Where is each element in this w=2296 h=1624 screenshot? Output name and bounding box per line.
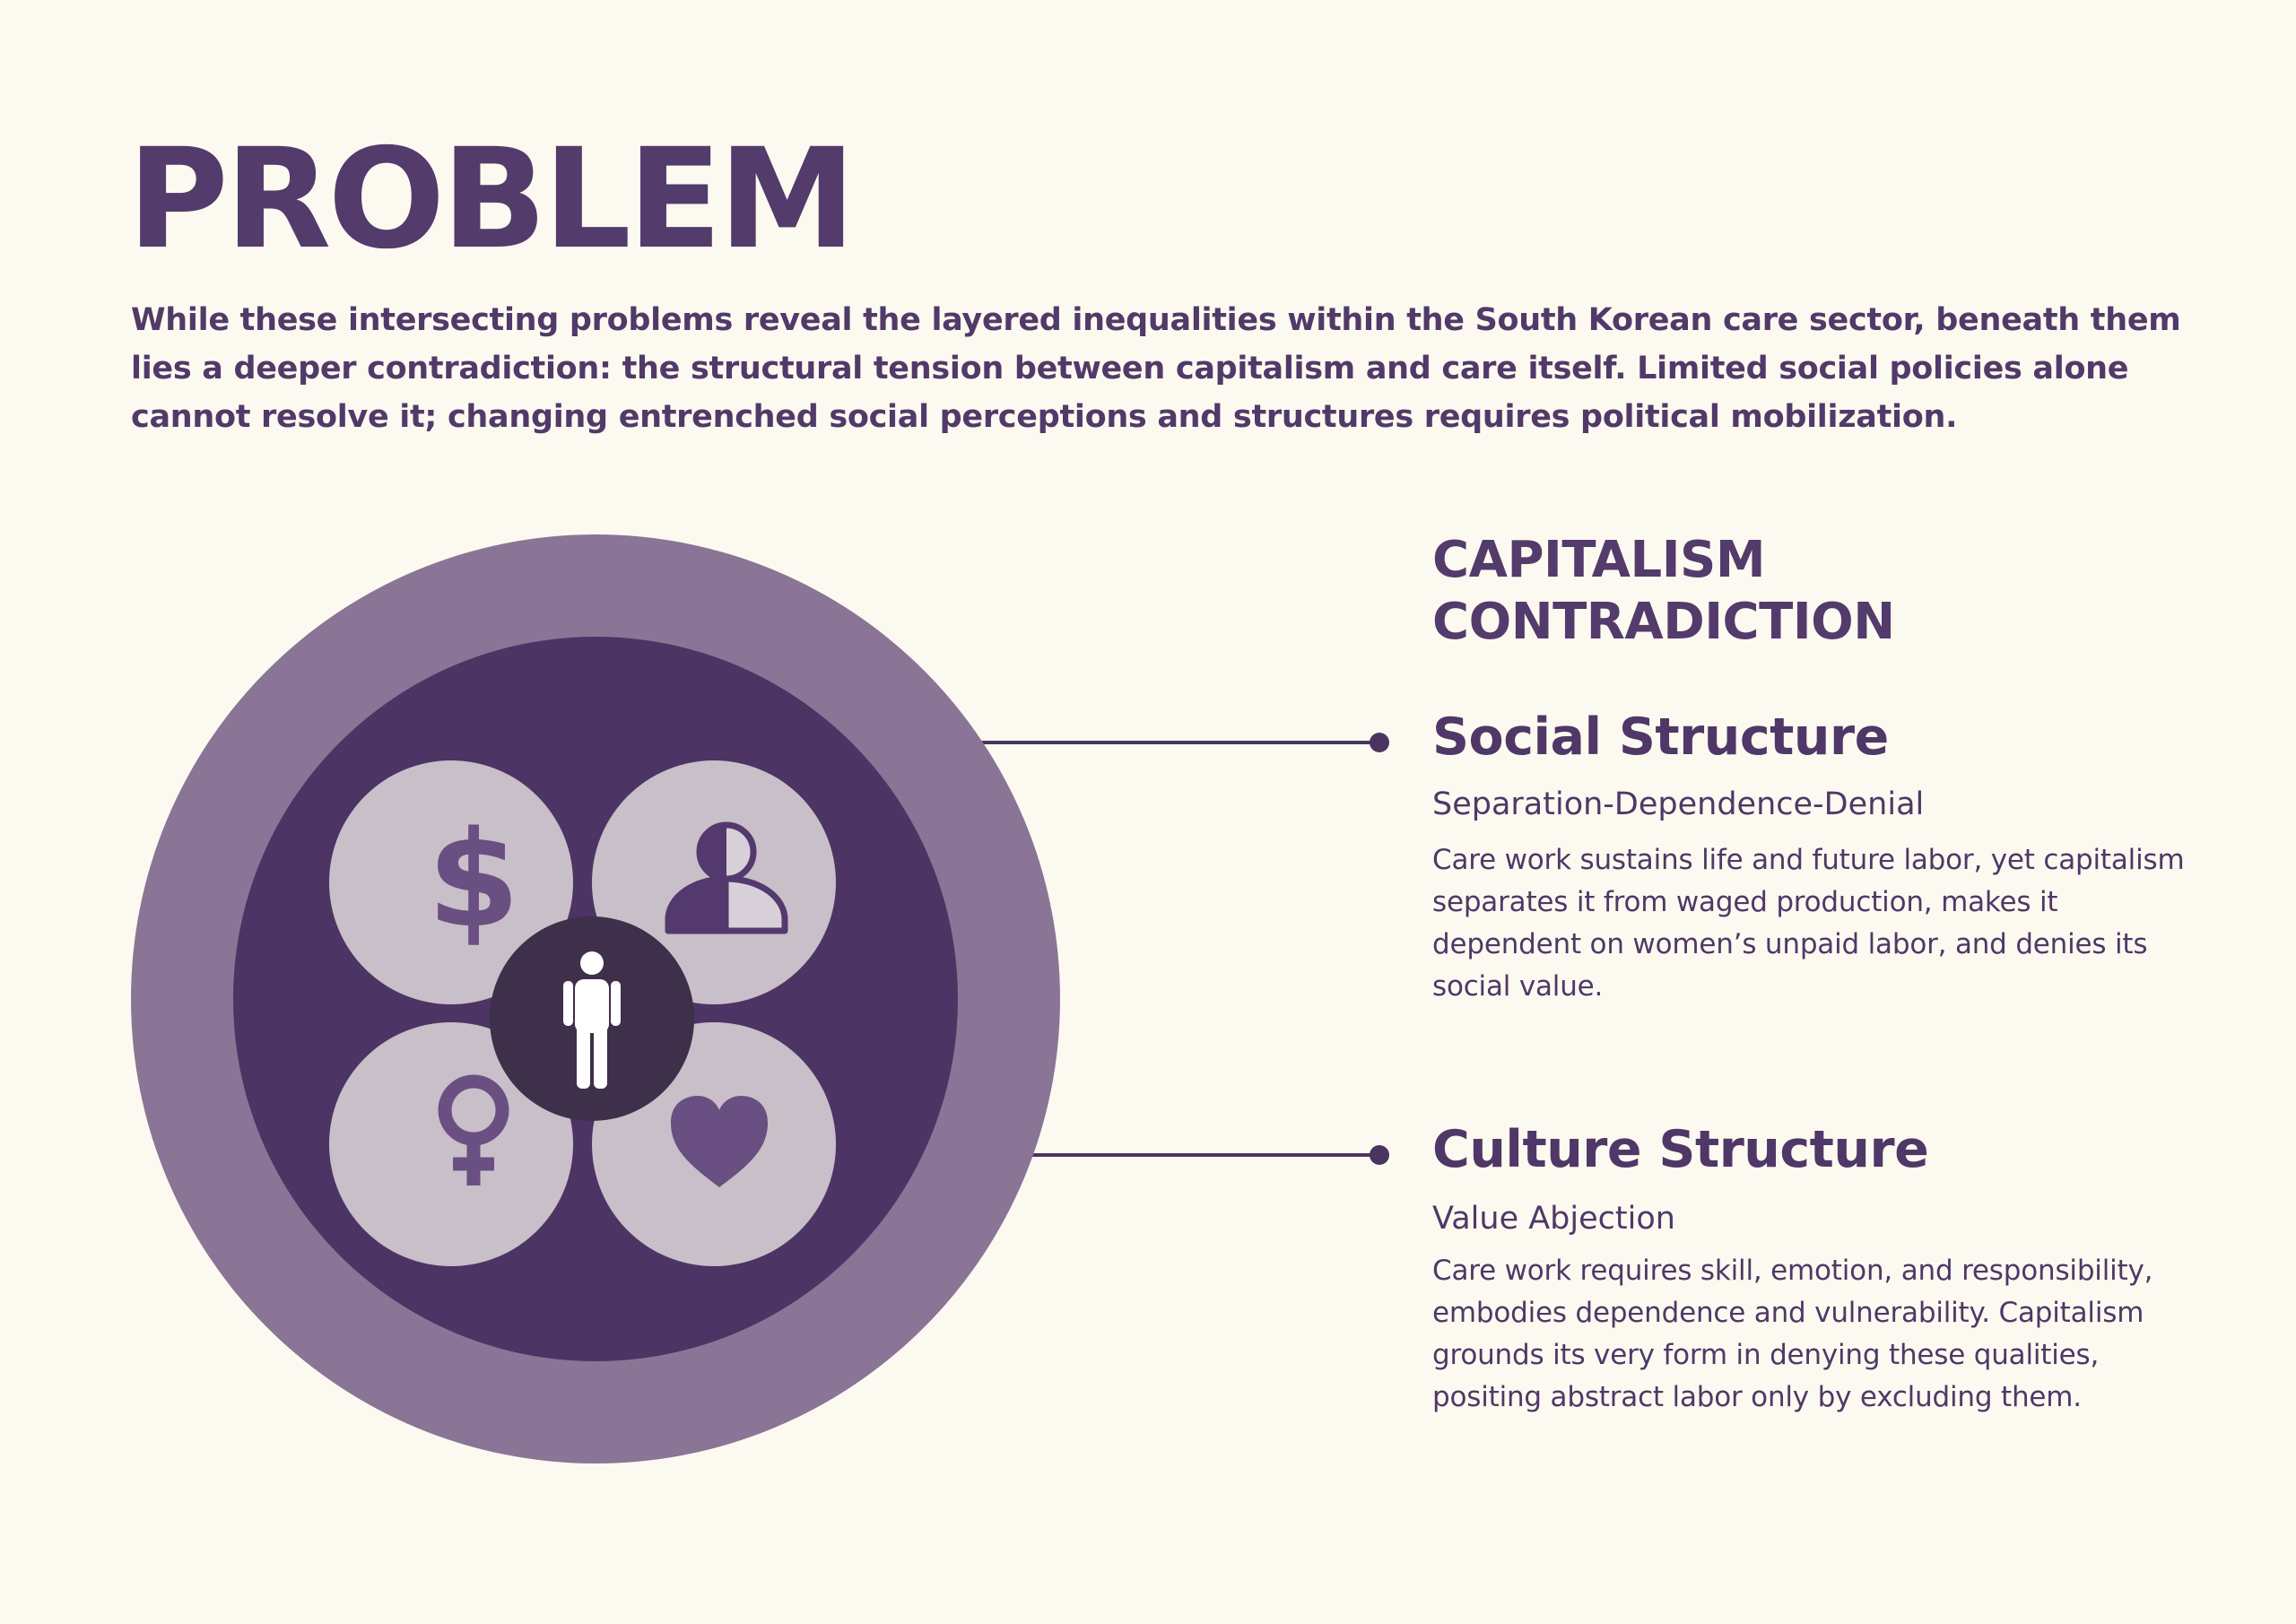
- social-structure-title: Social Structure: [1432, 708, 1889, 767]
- petal-bottom-left: [329, 1022, 573, 1266]
- female-symbol-icon: [438, 1074, 509, 1185]
- heart-icon: [671, 1096, 768, 1187]
- social-structure-connector-dot: [1370, 733, 1389, 752]
- culture-structure-subtitle: Value Abjection: [1432, 1201, 1675, 1237]
- person-icon: [563, 951, 621, 1089]
- intro-paragraph: While these intersecting problems reveal…: [131, 302, 2181, 435]
- page-title: PROBLEM: [127, 119, 856, 280]
- social-structure-subtitle: Separation-Dependence-Denial: [1432, 786, 1925, 822]
- social-structure-description: Care work sustains life and future labor…: [1432, 844, 2185, 1003]
- culture-structure-description: Care work requires skill, emotion, and r…: [1432, 1255, 2153, 1413]
- culture-structure-title: Culture Structure: [1432, 1120, 1929, 1179]
- dollar-sign-icon: $: [428, 803, 520, 957]
- half-shaded-person-icon: [665, 821, 788, 934]
- section-heading: CAPITALISM CONTRADICTION: [1432, 529, 1895, 653]
- petal-top-left: [329, 760, 573, 1004]
- section-heading-line2: CONTRADICTION: [1432, 593, 1895, 651]
- section-heading-line1: CAPITALISM: [1432, 531, 1766, 589]
- culture-structure-connector-dot: [1370, 1145, 1389, 1165]
